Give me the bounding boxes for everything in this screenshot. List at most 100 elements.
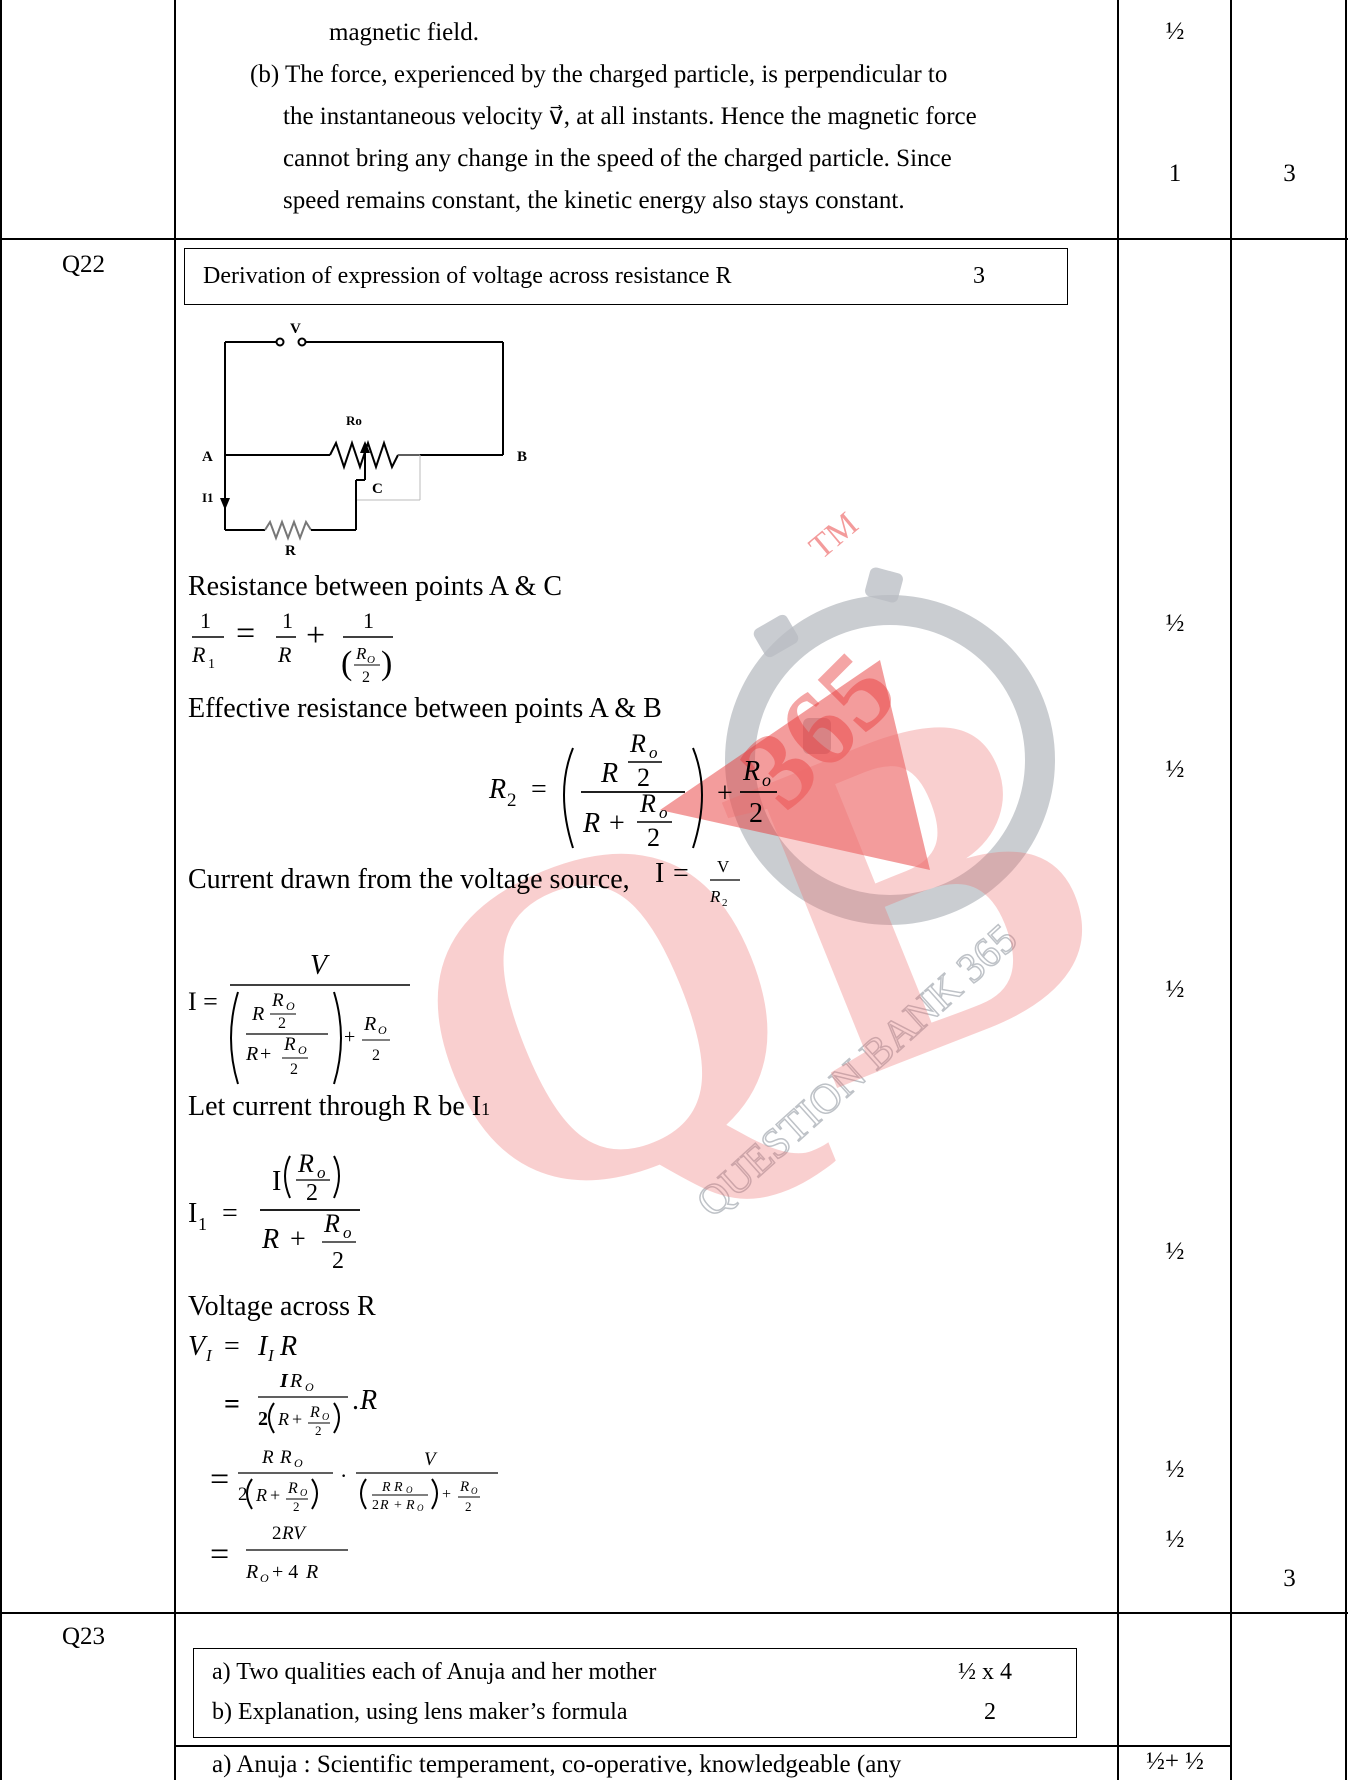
question-label-q22: Q22 <box>62 251 106 278</box>
svg-text:=: = <box>224 1331 240 1362</box>
svg-text:=: = <box>222 1198 238 1229</box>
svg-text:R: R <box>639 789 656 818</box>
svg-text:O: O <box>260 1571 269 1585</box>
svg-text:2: 2 <box>749 798 763 829</box>
svg-text:I =: I = <box>188 987 218 1016</box>
svg-text:R: R <box>287 1480 298 1497</box>
svg-text:): ) <box>381 645 392 682</box>
answer-b-line-3: cannot bring any change in the speed of … <box>283 145 952 172</box>
svg-text:R: R <box>359 1385 377 1416</box>
svg-text:O: O <box>322 1412 329 1423</box>
svg-text:R: R <box>709 887 721 906</box>
box-mark-q22: 3 <box>973 263 985 289</box>
mark-q22-5: ½ <box>1165 1456 1185 1483</box>
svg-text:R: R <box>323 1209 340 1238</box>
svg-text:+: + <box>306 617 325 654</box>
total-top: 3 <box>1283 160 1296 187</box>
circuit-label-v: V <box>290 321 301 337</box>
text-let-current: Let current through R be I1 <box>188 1090 490 1126</box>
svg-text:+: + <box>442 1486 451 1503</box>
svg-text:R: R <box>277 642 292 667</box>
mark-q22-1: ½ <box>1165 610 1185 637</box>
table-border-left <box>0 0 2 1780</box>
circuit-label-ro: Ro <box>346 413 362 428</box>
svg-text:O: O <box>367 654 375 666</box>
svg-text:2: 2 <box>278 1015 286 1032</box>
text-resistance-ac: Resistance between points A & C <box>188 571 563 602</box>
svg-text:RV: RV <box>281 1523 307 1544</box>
svg-text:(: ( <box>341 645 352 682</box>
svg-text:R: R <box>393 1480 403 1495</box>
marking-scheme-box-q23: a) Two qualities each of Anuja and her m… <box>193 1648 1077 1738</box>
q23-answer-divider <box>174 1745 1230 1747</box>
svg-text:+: + <box>292 1409 302 1429</box>
mark-q22-2: ½ <box>1165 756 1185 783</box>
svg-text:I: I <box>188 1198 197 1229</box>
table-divider-question <box>174 0 176 1780</box>
svg-text:V: V <box>310 950 330 981</box>
answer-b-line-2: the instantaneous velocity v⃗, at all in… <box>283 103 977 130</box>
svg-text:+: + <box>270 1485 280 1505</box>
svg-text:I: I <box>655 858 664 889</box>
svg-text:2: 2 <box>315 1423 322 1438</box>
question-label-q23: Q23 <box>62 1623 106 1650</box>
mark-a: ½ <box>1165 18 1185 45</box>
svg-text:2: 2 <box>238 1484 248 1505</box>
marking-scheme-box-q22: Derivation of expression of voltage acro… <box>184 248 1068 305</box>
svg-text:O: O <box>417 1503 424 1513</box>
svg-text:2: 2 <box>362 669 370 686</box>
box-mark-q23-a: ½ x 4 <box>958 1659 1012 1685</box>
svg-text:I: I <box>279 1370 289 1392</box>
svg-text:O: O <box>300 1488 307 1499</box>
svg-text:I: I <box>257 1331 269 1362</box>
table-divider-total <box>1230 0 1232 1780</box>
svg-text:+: + <box>394 1498 402 1513</box>
svg-text:2: 2 <box>507 790 517 811</box>
circuit-label-i1: I1 <box>202 490 214 505</box>
svg-text:=: = <box>531 774 547 805</box>
svg-text:O: O <box>378 1023 387 1037</box>
svg-text:R: R <box>297 1150 314 1178</box>
text-current-drawn: Current drawn from the voltage source, <box>188 864 630 895</box>
svg-text:I: I <box>205 1346 213 1365</box>
svg-text:R: R <box>459 1479 469 1495</box>
svg-text:R: R <box>283 1034 296 1055</box>
text-effective-ab: Effective resistance between points A & … <box>188 693 662 724</box>
svg-text:R: R <box>488 774 506 805</box>
svg-text:2: 2 <box>637 763 650 792</box>
mark-q22-6: ½ <box>1165 1526 1185 1553</box>
answer-b-line-1: (b) The force, experienced by the charge… <box>250 61 948 88</box>
svg-text:.: . <box>352 1385 359 1416</box>
svg-text:R: R <box>251 1003 264 1025</box>
box-mark-q23-b: 2 <box>984 1699 996 1725</box>
circuit-label-a: A <box>202 449 213 465</box>
svg-text:R: R <box>279 1447 292 1468</box>
svg-text:+ 4: + 4 <box>272 1561 298 1583</box>
svg-text:R: R <box>261 1447 274 1468</box>
text-voltage-across: Voltage across R <box>188 1291 376 1322</box>
svg-text:o: o <box>659 803 668 822</box>
svg-text:R: R <box>742 756 760 787</box>
svg-text:o: o <box>649 743 658 762</box>
svg-text:=: = <box>224 1389 240 1420</box>
current-arrow <box>220 498 230 510</box>
circuit-diagram: V Ro A B C I1 R <box>202 321 527 559</box>
svg-text:2: 2 <box>258 1408 268 1430</box>
svg-text:o: o <box>317 1163 326 1182</box>
svg-text:2: 2 <box>332 1248 344 1274</box>
svg-text:R: R <box>305 1561 318 1583</box>
mark-q23-a: ½+ ½ <box>1146 1748 1204 1775</box>
svg-text:R: R <box>255 1485 267 1505</box>
svg-text:=: = <box>210 1461 229 1498</box>
svg-text:2: 2 <box>306 1180 318 1206</box>
svg-text:1: 1 <box>282 608 293 633</box>
svg-text:R: R <box>629 730 646 758</box>
table-divider-marks <box>1117 0 1119 1780</box>
svg-text:I: I <box>267 1346 275 1365</box>
circuit-label-b: B <box>517 449 527 465</box>
